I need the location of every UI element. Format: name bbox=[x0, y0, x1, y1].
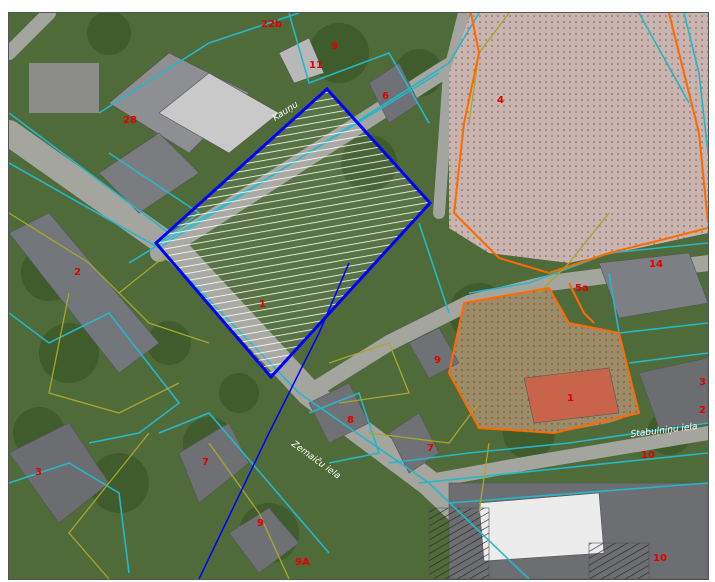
label-3-left: 3 bbox=[35, 467, 42, 478]
label-6-top: 6 bbox=[382, 91, 389, 102]
label-7-left: 7 bbox=[202, 457, 209, 468]
label-5a: 5a bbox=[575, 283, 589, 294]
label-2-right: 2 bbox=[699, 405, 706, 416]
label-10-bottom: 10 bbox=[653, 553, 667, 564]
parcel-boundaries-orange bbox=[447, 13, 708, 435]
label-9-mid: 9 bbox=[434, 355, 441, 366]
label-22b: 22b bbox=[261, 19, 282, 30]
label-3-right: 3 bbox=[699, 377, 706, 388]
label-7: 7 bbox=[427, 443, 434, 454]
label-9a: 9A bbox=[295, 557, 310, 568]
measurement-line bbox=[198, 262, 350, 579]
label-4: 4 bbox=[497, 95, 504, 106]
label-8: 8 bbox=[347, 415, 354, 426]
label-9-top: 9 bbox=[331, 41, 338, 52]
parking-lot-4 bbox=[449, 13, 708, 263]
parcel-labels: 22b 9 11 6 4 28 2 1 14 5a 9 1 3 2 8 7 3 … bbox=[35, 19, 706, 568]
cadastral-map[interactable]: 22b 9 11 6 4 28 2 1 14 5a 9 1 3 2 8 7 3 … bbox=[9, 13, 708, 579]
buildings bbox=[9, 37, 708, 579]
map-frame[interactable]: 22b 9 11 6 4 28 2 1 14 5a 9 1 3 2 8 7 3 … bbox=[8, 12, 709, 580]
label-11: 11 bbox=[309, 60, 323, 71]
selected-parcel-1[interactable] bbox=[153, 86, 433, 380]
label-1-center: 1 bbox=[259, 299, 266, 310]
label-14: 14 bbox=[649, 259, 663, 270]
label-9-bottom: 9 bbox=[257, 518, 264, 529]
label-10: 10 bbox=[641, 450, 655, 461]
label-2-left: 2 bbox=[74, 267, 81, 278]
label-1-bottom-right: 1 bbox=[567, 393, 574, 404]
label-28: 28 bbox=[123, 115, 137, 126]
parking-lot-left bbox=[29, 63, 99, 113]
